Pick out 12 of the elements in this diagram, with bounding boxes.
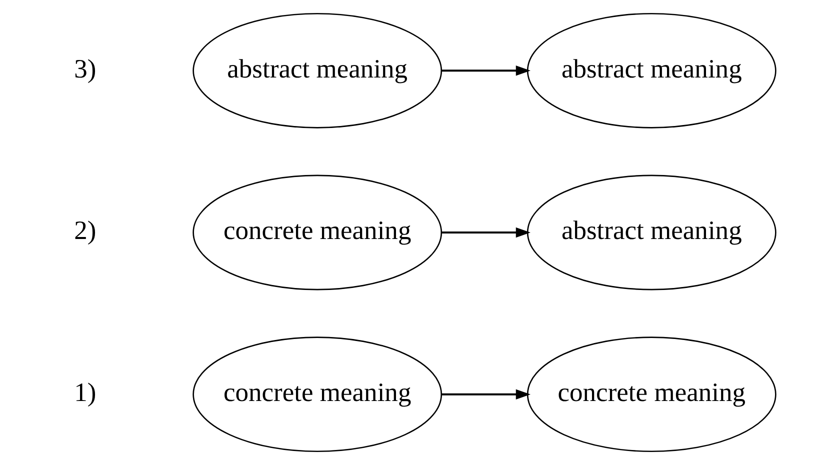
node-ellipse: abstract meaning	[192, 12, 442, 128]
label: 1)	[74, 376, 96, 407]
node-ellipse: abstract meaning	[526, 12, 776, 128]
node-ellipse: concrete meaning	[192, 174, 442, 290]
node-ellipse: abstract meaning	[526, 174, 776, 290]
arrow	[441, 227, 530, 238]
node-ellipse: concrete meaning	[526, 336, 776, 452]
arrow	[441, 389, 530, 400]
label: 3)	[74, 53, 96, 84]
node-ellipse: concrete meaning	[192, 336, 442, 452]
label: 2)	[74, 215, 96, 246]
arrow	[441, 66, 530, 76]
